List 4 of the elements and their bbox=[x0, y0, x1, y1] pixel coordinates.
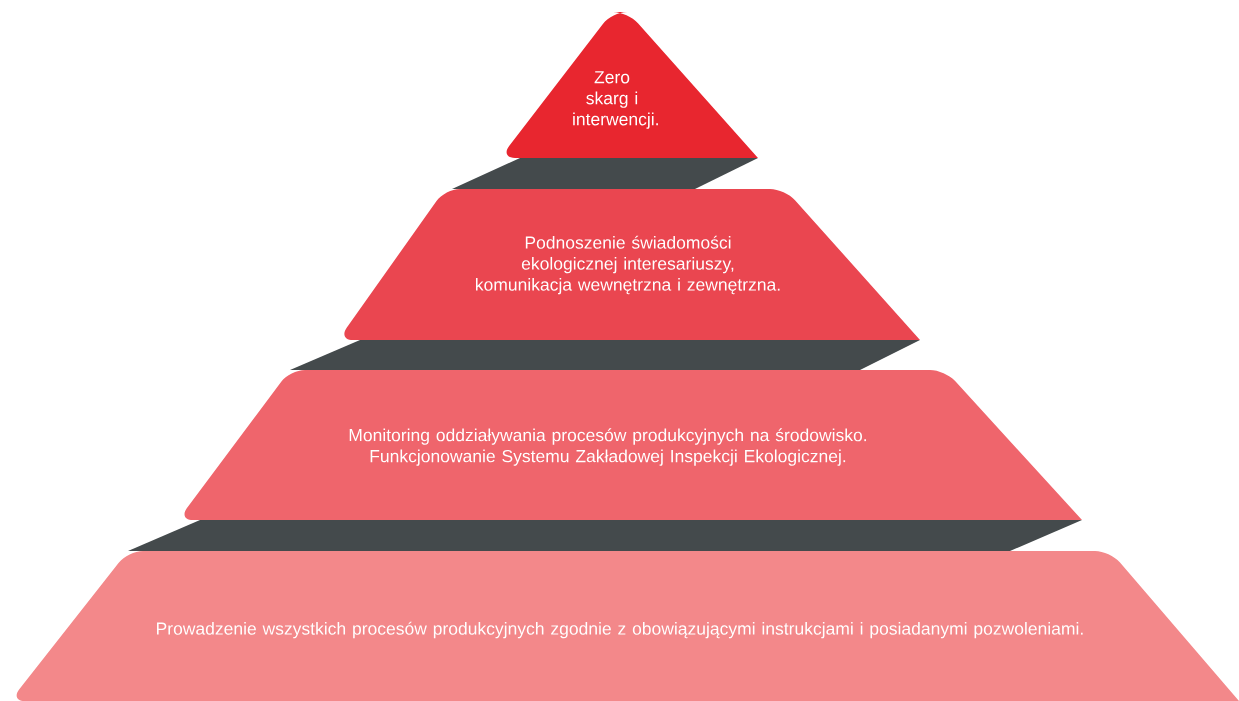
pyramid-level: Prowadzenie wszystkich procesów produkcyjnych zgodnie z obowiązującymi instrukcjami i posiadanymi pozwoleniami. bbox=[16, 551, 1239, 701]
pyramid-level: Monitoring oddziaływania procesów produkcyjnych na środowisko. Funkcjonowanie Systemu Zakładowej Inspekcji Ekologicznej. bbox=[184, 370, 1082, 520]
pyramid-level: Zero skarg i interwencji. bbox=[506, 12, 758, 158]
pyramid-level: Podnoszenie świadomości ekologicznej interesariuszy, komunikacja wewnętrzna i zewnętrzna. bbox=[344, 189, 920, 340]
